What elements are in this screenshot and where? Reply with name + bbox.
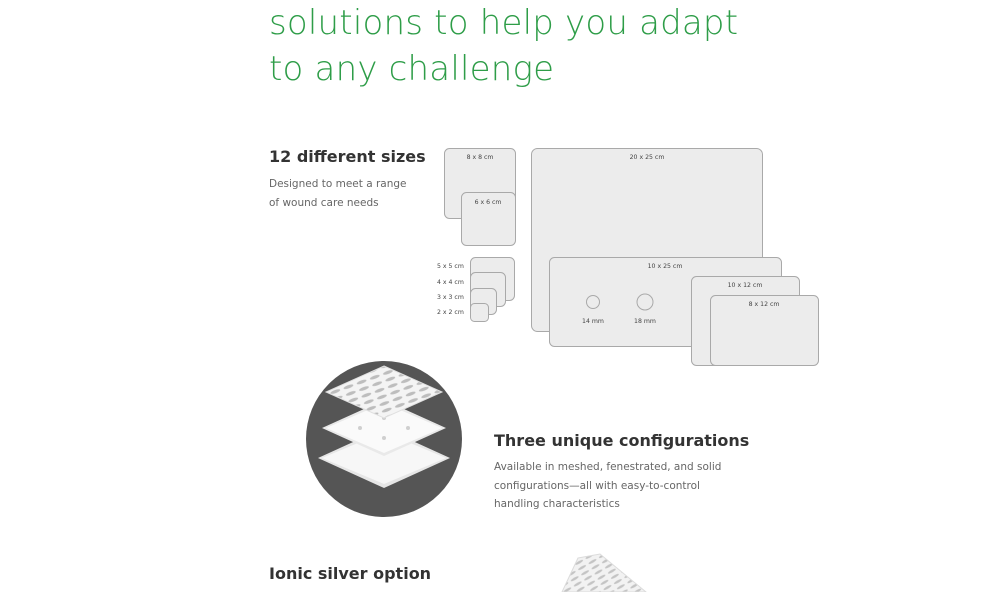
hole-14mm [586, 295, 600, 309]
pad-8x12 [710, 295, 819, 366]
sizes-title: 12 different sizes [269, 147, 426, 166]
label-14mm: 14 mm [582, 318, 604, 325]
silver-title: Ionic silver option [269, 564, 432, 583]
sizes-desc-line-2: of wound care needs [269, 196, 379, 209]
label-10x12: 10 x 12 cm [728, 282, 763, 289]
configurations-desc-line-1: Available in meshed, fenestrated, and so… [494, 461, 722, 473]
pad-2x2 [470, 303, 489, 322]
configurations-description: Available in meshed, fenestrated, and so… [494, 458, 721, 514]
headline-line-2: to any challenge [269, 49, 555, 89]
label-8x12: 8 x 12 cm [749, 301, 780, 308]
sizes-description: Designed to meet a range of wound care n… [269, 175, 407, 212]
hole-18mm [636, 293, 654, 311]
meshed-sheet [324, 365, 444, 419]
label-6x6: 6 x 6 cm [475, 199, 502, 206]
label-4x4: 4 x 4 cm [437, 279, 464, 286]
silver-mesh-sheet [561, 553, 647, 592]
configurations-illustration [306, 361, 462, 517]
pad-6x6 [461, 192, 516, 246]
label-2x2: 2 x 2 cm [437, 309, 464, 316]
label-10x25: 10 x 25 cm [648, 263, 683, 270]
size-diagram: 8 x 8 cm 6 x 6 cm 20 x 25 cm 5 x 5 cm 4 … [437, 148, 819, 366]
headline-line-1: solutions to help you adapt [269, 3, 739, 43]
configurations-title: Three unique configurations [494, 431, 750, 450]
configurations-desc-line-3: handling characteristics [494, 498, 620, 510]
label-5x5: 5 x 5 cm [437, 263, 464, 270]
sizes-desc-line-1: Designed to meet a range [269, 178, 407, 190]
headline: solutions to help you adapt to any chall… [269, 0, 738, 92]
label-18mm: 18 mm [634, 318, 656, 325]
silver-dressing-image [561, 553, 647, 592]
label-20x25: 20 x 25 cm [630, 154, 665, 161]
label-8x8: 8 x 8 cm [467, 154, 494, 161]
label-3x3: 3 x 3 cm [437, 294, 464, 301]
configurations-desc-line-2: configurations—all with easy-to-control [494, 479, 700, 492]
